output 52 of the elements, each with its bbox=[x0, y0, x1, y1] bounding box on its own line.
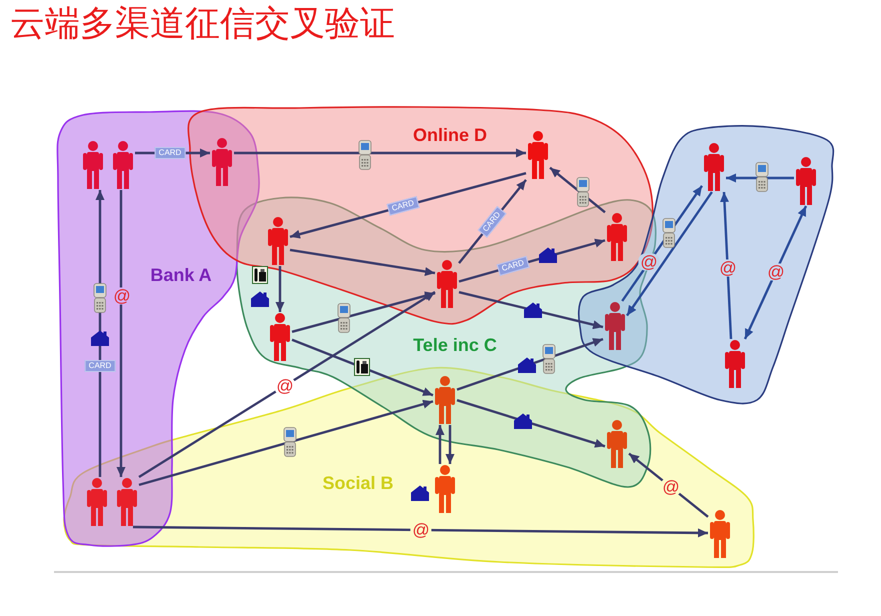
person-icon bbox=[606, 420, 628, 468]
arrow bbox=[549, 166, 606, 214]
arrow bbox=[744, 206, 808, 340]
group-label: Social B bbox=[322, 474, 394, 492]
arrow bbox=[458, 291, 604, 330]
group-label: Bank A bbox=[150, 266, 212, 284]
arrow bbox=[628, 452, 709, 518]
edge-label: CARD bbox=[496, 256, 530, 276]
person-icon bbox=[527, 131, 549, 179]
person-icon bbox=[436, 260, 458, 308]
arrow bbox=[96, 190, 104, 477]
arrow bbox=[290, 248, 436, 276]
group-label: Online D bbox=[413, 126, 487, 144]
arrow bbox=[621, 185, 703, 302]
person-icon bbox=[269, 313, 291, 361]
arrow bbox=[276, 266, 284, 312]
edge-label: CARD bbox=[154, 147, 186, 159]
person-icon bbox=[434, 465, 456, 513]
group-label: Tele inc C bbox=[413, 336, 497, 354]
person-icon bbox=[606, 213, 628, 261]
edge-label: CARD bbox=[84, 360, 116, 372]
arrow bbox=[234, 148, 526, 158]
person-icon bbox=[709, 510, 731, 558]
edge-label: @ bbox=[660, 478, 682, 496]
person-icon bbox=[724, 340, 746, 388]
arrow bbox=[626, 191, 713, 316]
arrow bbox=[726, 174, 794, 182]
edge-label: @ bbox=[638, 254, 660, 270]
person-icon bbox=[795, 157, 817, 205]
edge-label: CARD bbox=[386, 196, 420, 216]
arrow bbox=[436, 425, 444, 464]
arrow bbox=[720, 192, 732, 340]
edge-label: @ bbox=[274, 378, 296, 394]
arrow bbox=[138, 290, 436, 478]
title: 云端多渠道征信交叉验证 bbox=[10, 5, 395, 44]
arrow bbox=[116, 190, 126, 477]
arrow bbox=[292, 338, 434, 396]
arrow bbox=[290, 172, 526, 239]
arrow bbox=[132, 526, 708, 538]
arrow bbox=[292, 291, 436, 333]
person-pair-icon bbox=[86, 478, 138, 526]
person-icon bbox=[434, 376, 456, 424]
edge-label: @ bbox=[410, 522, 432, 538]
arrow bbox=[138, 400, 434, 486]
person-pair-icon bbox=[82, 141, 134, 189]
arrow bbox=[456, 399, 606, 448]
arrow bbox=[446, 425, 454, 464]
person-icon bbox=[703, 143, 725, 191]
person-icon bbox=[267, 217, 289, 265]
arrow bbox=[456, 338, 604, 391]
person-icon bbox=[604, 302, 626, 350]
person-icon bbox=[211, 138, 233, 186]
